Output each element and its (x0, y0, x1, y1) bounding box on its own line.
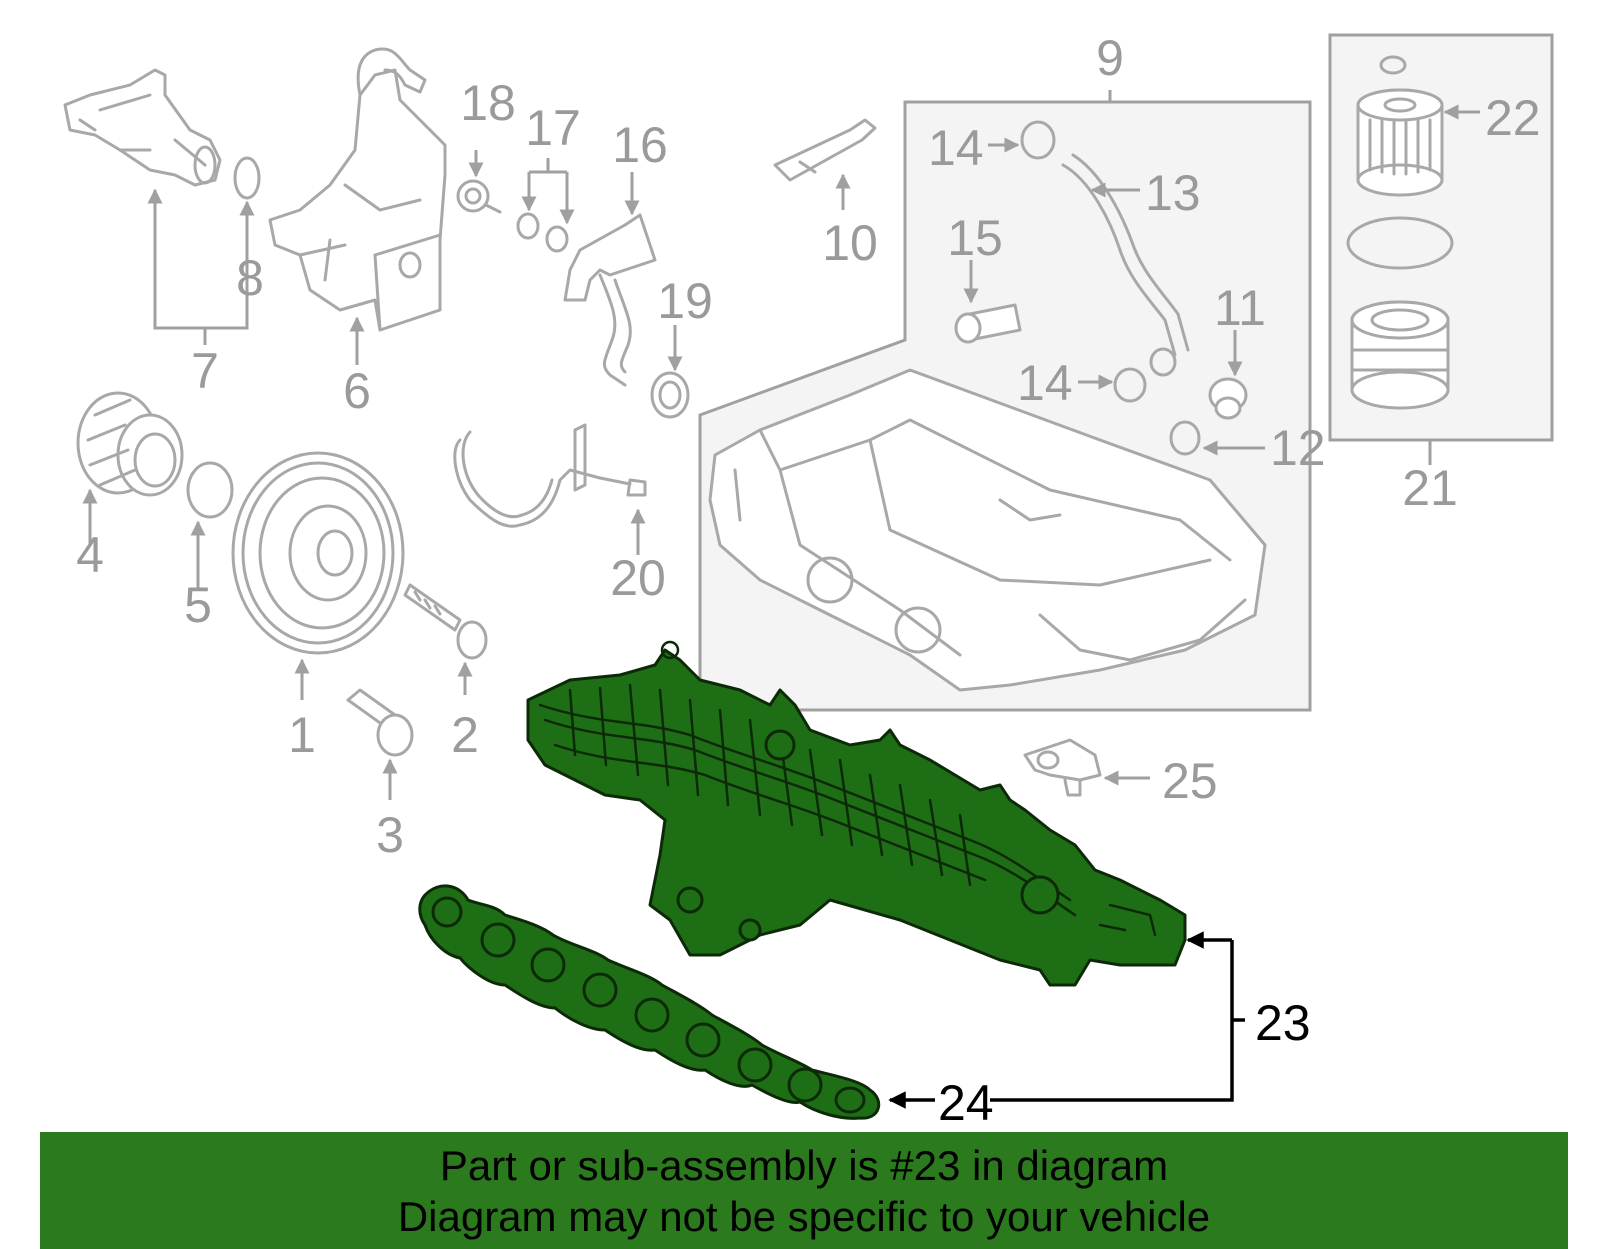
part-11-plug[interactable] (1208, 377, 1248, 420)
part-3-bolt[interactable] (346, 688, 414, 757)
part-15-bolt[interactable] (954, 303, 1022, 344)
part-17-seal-b[interactable] (545, 225, 569, 253)
part-23-intake-manifold[interactable] (526, 640, 1187, 987)
callout-21: 21 (1402, 460, 1458, 516)
callout-4: 4 (76, 527, 104, 583)
part-10-sealant-tube[interactable] (773, 118, 877, 182)
part-9-oil-pan[interactable] (708, 368, 1267, 692)
callout-22: 22 (1485, 90, 1541, 146)
highlight-leader-lines (888, 931, 1245, 1109)
callout-19: 19 (657, 273, 713, 329)
banner-line-1: Part or sub-assembly is #23 in diagram (439, 1141, 1169, 1189)
callout-14a: 14 (928, 120, 984, 176)
callout-13: 13 (1145, 165, 1201, 221)
part-4-pulley-hub[interactable] (76, 391, 184, 497)
part-22-filter-element[interactable] (1356, 88, 1444, 197)
callout-18: 18 (460, 75, 516, 131)
part-12-o-ring[interactable] (1169, 420, 1201, 456)
part-18-plug[interactable] (456, 179, 502, 214)
callout-7: 7 (191, 343, 219, 399)
part-1-crank-pulley[interactable] (231, 451, 405, 655)
callout-14b: 14 (1017, 355, 1073, 411)
callout-24: 24 (938, 1075, 994, 1131)
part-22-o-ring[interactable] (1379, 55, 1407, 75)
part-19-seal[interactable] (650, 371, 690, 419)
part-13-tube[interactable] (1061, 153, 1190, 377)
callout-1: 1 (288, 707, 316, 763)
part-21-o-ring[interactable] (1346, 216, 1454, 270)
callout-16: 16 (612, 117, 668, 173)
callout-11: 11 (1214, 280, 1266, 336)
part-2-bolt[interactable] (403, 583, 488, 660)
callout-3: 3 (376, 807, 404, 863)
part-20-sensor-wire[interactable] (453, 423, 647, 528)
callout-6: 6 (343, 363, 371, 419)
info-banner: Part or sub-assembly is #23 in diagram D… (40, 1132, 1568, 1249)
callout-2: 2 (451, 707, 479, 763)
banner-line-2: Diagram may not be specific to your vehi… (397, 1192, 1211, 1240)
part-6-oil-pump[interactable] (268, 47, 447, 332)
callout-15: 15 (947, 210, 1003, 266)
part-17-seal-a[interactable] (516, 212, 540, 240)
callout-9: 9 (1096, 30, 1124, 86)
part-14-o-ring-a[interactable] (1020, 120, 1056, 160)
callout-12: 12 (1270, 420, 1326, 476)
part-24-gasket[interactable] (418, 884, 881, 1120)
part-14-o-ring-b[interactable] (1113, 367, 1147, 403)
part-25-sensor[interactable] (1023, 738, 1102, 797)
callout-23: 23 (1255, 995, 1311, 1051)
part-8-o-ring[interactable] (233, 156, 261, 200)
part-21-filter-cap[interactable] (1350, 300, 1450, 410)
callout-20: 20 (610, 550, 666, 606)
callout-8: 8 (236, 250, 264, 306)
leader-lines (82, 90, 1480, 800)
callout-10: 10 (822, 215, 878, 271)
part-7-housing[interactable] (63, 68, 222, 187)
callout-17: 17 (525, 100, 581, 156)
part-5-o-ring[interactable] (186, 461, 234, 519)
callout-25: 25 (1162, 753, 1218, 809)
callout-labels: 1 2 3 4 5 6 7 8 9 10 11 12 13 14 14 15 1… (76, 30, 1541, 1131)
callout-5: 5 (184, 577, 212, 633)
part-16-tube[interactable] (563, 213, 657, 387)
